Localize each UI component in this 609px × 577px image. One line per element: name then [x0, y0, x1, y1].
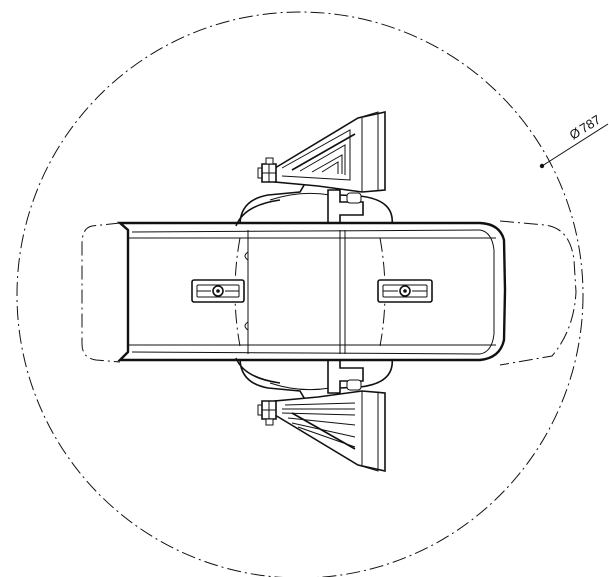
upper-fixture	[239, 111, 393, 226]
body-bulge-bottom	[235, 357, 281, 384]
right-latch	[377, 279, 433, 303]
head-envelope-outline	[81, 220, 577, 366]
diameter-dimension: Ø787	[539, 112, 609, 169]
lower-fixture	[239, 357, 393, 472]
svg-text:Ø787: Ø787	[567, 112, 604, 143]
workspace-envelope-circle	[16, 11, 584, 577]
diameter-value: 787	[577, 112, 603, 136]
head-housing	[116, 221, 507, 362]
left-latch	[191, 279, 245, 303]
body-bulge-top	[235, 199, 281, 227]
